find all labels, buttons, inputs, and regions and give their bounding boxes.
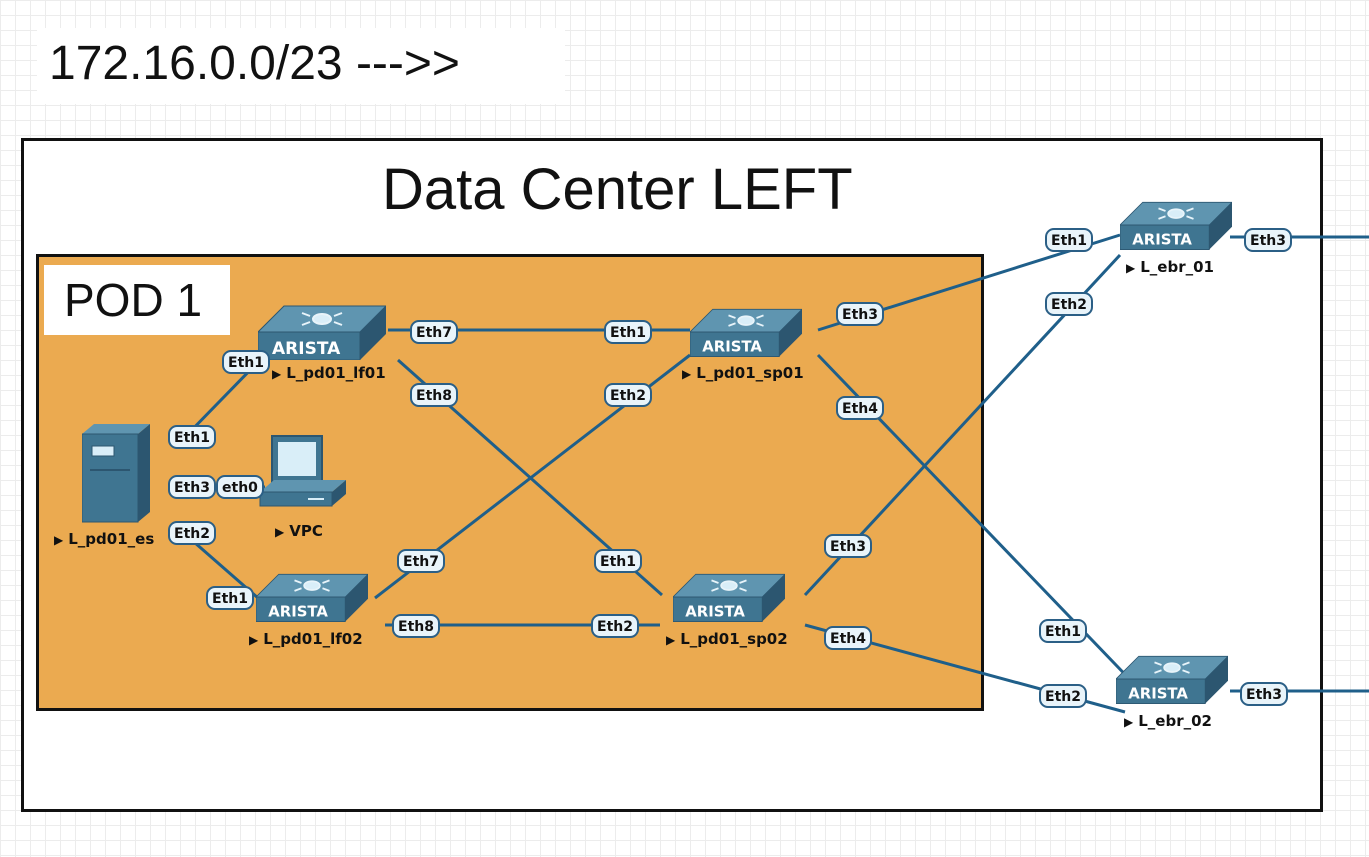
iface-lf01-eth1[interactable]: Eth1 [222,350,270,374]
iface-sp01-eth3[interactable]: Eth3 [836,302,884,326]
switch-ebr01-label: ▶L_ebr_01 [1126,258,1214,276]
svg-text:ARISTA: ARISTA [1128,684,1188,702]
iface-sp01-eth4[interactable]: Eth4 [836,396,884,420]
svg-text:ARISTA: ARISTA [272,339,341,359]
switch-ebr01[interactable]: ARISTA [1120,198,1232,252]
switch-sp02[interactable]: ARISTA [673,570,785,624]
iface-lf01-eth7[interactable]: Eth7 [410,320,458,344]
switch-lf01[interactable]: ARISTA [258,304,386,360]
server-node[interactable] [82,424,152,524]
iface-lf01-eth8[interactable]: Eth8 [410,383,458,407]
iface-sp02-eth2[interactable]: Eth2 [591,614,639,638]
iface-ebr02-eth2[interactable]: Eth2 [1039,684,1087,708]
iface-ebr01-eth1[interactable]: Eth1 [1045,228,1093,252]
switch-lf01-label: ▶L_pd01_lf01 [272,364,386,382]
iface-sp02-eth4[interactable]: Eth4 [824,626,872,650]
svg-text:ARISTA: ARISTA [702,337,762,355]
server-icon [82,424,150,523]
pc-icon [259,435,346,507]
iface-es-eth1[interactable]: Eth1 [168,425,216,449]
subnet-label-box [37,28,565,104]
iface-lf02-eth1[interactable]: Eth1 [206,586,254,610]
arista-switch-icon: ARISTA [690,308,802,357]
iface-lf02-eth8[interactable]: Eth8 [392,614,440,638]
arista-switch-icon: ARISTA [256,573,368,622]
switch-lf02[interactable]: ARISTA [256,570,368,624]
arista-switch-icon: ARISTA [673,573,785,622]
subnet-label[interactable]: 172.16.0.0/23 --->> [49,37,460,90]
switch-ebr02-label: ▶L_ebr_02 [1124,712,1212,730]
pod-label[interactable]: POD 1 [64,274,203,326]
iface-vpc-eth0[interactable]: eth0 [216,475,264,499]
vpc-label: ▶VPC [275,522,323,540]
iface-sp02-eth3[interactable]: Eth3 [824,534,872,558]
switch-ebr02[interactable]: ARISTA [1116,652,1228,706]
server-label: ▶L_pd01_es [54,530,155,548]
iface-ebr02-eth1[interactable]: Eth1 [1039,619,1087,643]
arista-switch-icon: ARISTA [258,305,386,360]
svg-text:ARISTA: ARISTA [268,602,328,620]
iface-lf02-eth7[interactable]: Eth7 [397,549,445,573]
switch-sp01[interactable]: ARISTA [690,304,802,360]
iface-ebr01-eth3[interactable]: Eth3 [1244,228,1292,252]
switch-sp02-label: ▶L_pd01_sp02 [666,630,788,648]
iface-sp02-eth1[interactable]: Eth1 [594,549,642,573]
arista-switch-icon: ARISTA [1120,201,1232,250]
iface-ebr02-eth3[interactable]: Eth3 [1240,682,1288,706]
switch-sp01-label: ▶L_pd01_sp01 [682,364,804,382]
iface-ebr01-eth2[interactable]: Eth2 [1045,292,1093,316]
iface-sp01-eth2[interactable]: Eth2 [604,383,652,407]
switch-lf02-label: ▶L_pd01_lf02 [249,630,363,648]
iface-sp01-eth1[interactable]: Eth1 [604,320,652,344]
iface-es-eth3[interactable]: Eth3 [168,475,216,499]
svg-text:ARISTA: ARISTA [1132,230,1192,248]
svg-text:ARISTA: ARISTA [685,602,745,620]
datacenter-title[interactable]: Data Center LEFT [382,157,853,222]
pod-label-box [44,265,230,335]
arista-switch-icon: ARISTA [1116,655,1228,704]
iface-es-eth2[interactable]: Eth2 [168,521,216,545]
vpc-node[interactable] [258,434,348,514]
